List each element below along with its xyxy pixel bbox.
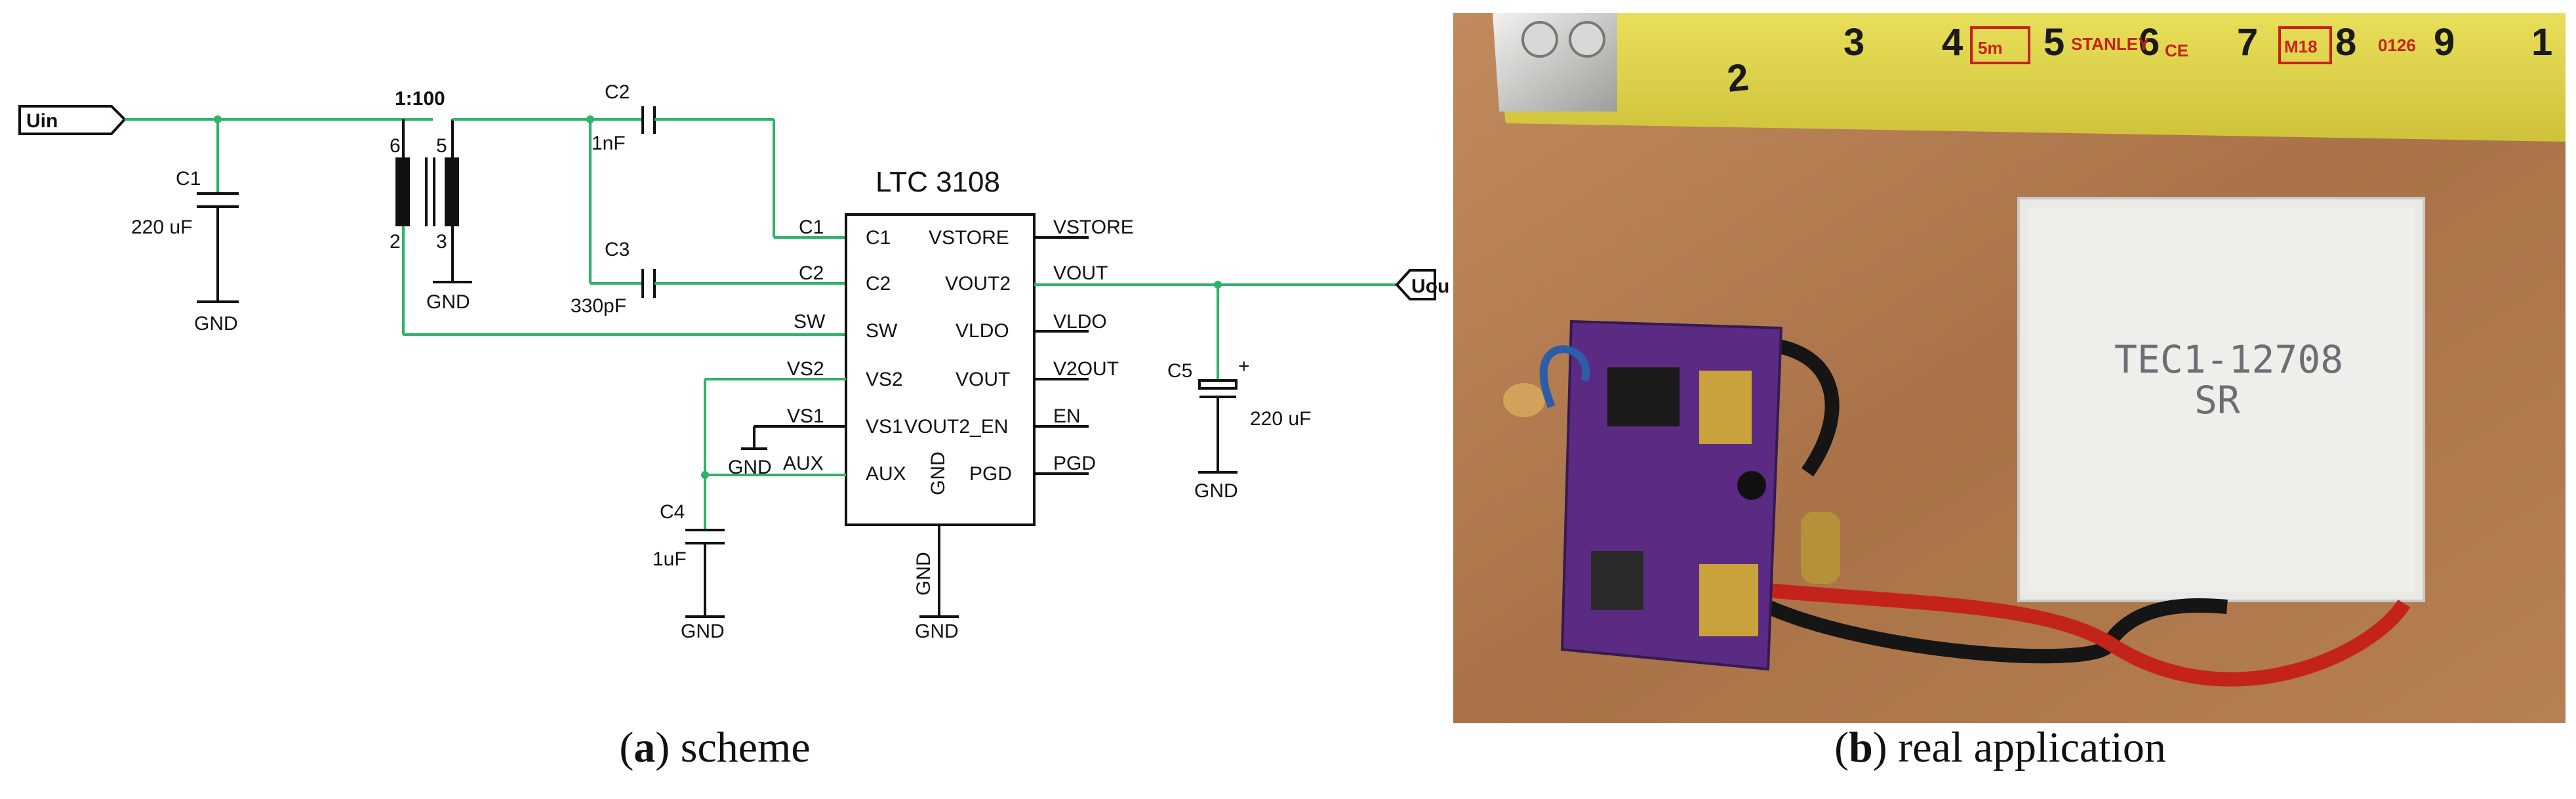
inner-pin-vs1: VS1 bbox=[866, 416, 903, 438]
pin-3: 3 bbox=[436, 231, 447, 253]
harvester-board bbox=[1503, 319, 1840, 671]
caption-b-text: real application bbox=[1898, 724, 2166, 771]
inner-pin-pgd: PGD bbox=[969, 463, 1012, 485]
c5-name: C5 bbox=[1167, 360, 1192, 382]
tape-number-7: 7 bbox=[2237, 21, 2258, 64]
transformer-gnd: GND bbox=[426, 291, 470, 313]
tape-number-3: 3 bbox=[1843, 21, 1864, 64]
inner-pin-c1: C1 bbox=[866, 227, 891, 249]
inner-pin-vs2: VS2 bbox=[866, 369, 903, 390]
outer-pin-sw: SW bbox=[794, 311, 826, 333]
tape-number-9: 9 bbox=[2434, 21, 2455, 64]
outer-pin-vstore: VSTORE bbox=[1053, 216, 1134, 238]
c1-name: C1 bbox=[176, 168, 201, 190]
tec-sr-label: SR bbox=[2194, 378, 2240, 422]
inner-pin-vout: VOUT bbox=[956, 369, 1010, 390]
inner-pin-vout2: VOUT2 bbox=[945, 273, 1011, 295]
pin-5: 5 bbox=[436, 135, 447, 157]
outer-pin-vout: VOUT bbox=[1053, 262, 1108, 284]
c1-value: 220 uF bbox=[131, 216, 192, 238]
real-application-photo: 3 4 5 6 7 8 9 1 2 5m STANLEY CE M18 0126… bbox=[1453, 13, 2566, 723]
tape-number-4: 4 bbox=[1942, 21, 1963, 64]
tape-ce: CE bbox=[2165, 41, 2188, 60]
c2-name: C2 bbox=[605, 81, 630, 103]
outer-pin-v2out: V2OUT bbox=[1053, 358, 1119, 380]
uin-port bbox=[18, 105, 127, 135]
uout-label: Uout bbox=[1411, 276, 1449, 297]
c5-gnd: GND bbox=[1194, 480, 1238, 502]
outer-pin-vs2: VS2 bbox=[787, 358, 824, 380]
transformer-primary bbox=[395, 157, 410, 226]
caption-a: (a) scheme bbox=[619, 724, 811, 771]
tec-model-label: TEC1-12708 bbox=[2114, 337, 2343, 382]
tape-small-number: 2 bbox=[1725, 56, 1751, 100]
uout-port bbox=[1395, 269, 1436, 300]
outer-pin-vs1: VS1 bbox=[787, 405, 824, 427]
pin-2: 2 bbox=[390, 231, 401, 253]
c2-value: 1nF bbox=[592, 133, 626, 154]
tape-number-5: 5 bbox=[2043, 21, 2064, 64]
outer-pin-vldo: VLDO bbox=[1053, 311, 1107, 333]
inner-pin-vldo: VLDO bbox=[956, 320, 1009, 342]
inner-pin-c2: C2 bbox=[866, 273, 891, 295]
outer-pin-aux: AUX bbox=[783, 453, 824, 474]
transformer-secondary bbox=[445, 157, 459, 226]
outer-pin-c1: C1 bbox=[799, 216, 824, 238]
inner-pin-aux: AUX bbox=[866, 463, 906, 485]
chip-title: LTC 3108 bbox=[875, 166, 1000, 198]
uin-label: Uin bbox=[26, 110, 58, 132]
pin-6: 6 bbox=[390, 135, 401, 157]
caption-b: (b) real application bbox=[1834, 724, 2166, 771]
tape-m18: M18 bbox=[2284, 37, 2318, 56]
measuring-tape: 3 4 5 6 7 8 9 1 2 5m STANLEY CE M18 0126 bbox=[1493, 13, 2566, 142]
tape-number-1: 1 bbox=[2531, 21, 2552, 64]
tape-stanley: STANLEY bbox=[2071, 34, 2149, 54]
outer-pin-gnd: GND bbox=[913, 552, 935, 596]
c1-gnd: GND bbox=[194, 313, 238, 335]
photo-illustration: 3 4 5 6 7 8 9 1 2 5m STANLEY CE M18 0126… bbox=[1453, 13, 2566, 723]
outer-pin-c2: C2 bbox=[799, 262, 824, 284]
chip-gnd: GND bbox=[915, 621, 959, 642]
tape-5m: 5m bbox=[1978, 38, 2003, 58]
inner-pin-gnd: GND bbox=[927, 451, 949, 495]
outer-pin-pgd: PGD bbox=[1053, 453, 1096, 474]
outer-pin-en: EN bbox=[1053, 405, 1081, 427]
c4-name: C4 bbox=[660, 501, 685, 523]
c5-symbol bbox=[1198, 379, 1238, 390]
inner-pin-sw: SW bbox=[866, 320, 898, 342]
c4-value: 1uF bbox=[653, 548, 687, 570]
caption-a-text: scheme bbox=[680, 724, 811, 771]
inner-pin-vout2-en: VOUT2_EN bbox=[904, 416, 1008, 438]
circuit-schematic: Uin C1 220 uF GND 1:100 6 2 5 3 GND C2 1… bbox=[18, 81, 1449, 642]
peltier-module: TEC1-12708 SR bbox=[2017, 197, 2425, 602]
c3-value: 330pF bbox=[571, 295, 626, 317]
c3-name: C3 bbox=[605, 239, 630, 260]
tape-0126: 0126 bbox=[2378, 35, 2416, 55]
caption-b-letter: b bbox=[1849, 724, 1873, 771]
c5-value: 220 uF bbox=[1250, 408, 1311, 430]
transformer-ratio: 1:100 bbox=[395, 88, 445, 110]
tape-number-8: 8 bbox=[2335, 21, 2356, 64]
c5-polarity: + bbox=[1238, 356, 1250, 377]
caption-a-letter: a bbox=[634, 724, 656, 771]
c4-gnd: GND bbox=[681, 621, 725, 642]
tape-number-6: 6 bbox=[2139, 21, 2160, 64]
inner-pin-vstore: VSTORE bbox=[929, 227, 1009, 249]
